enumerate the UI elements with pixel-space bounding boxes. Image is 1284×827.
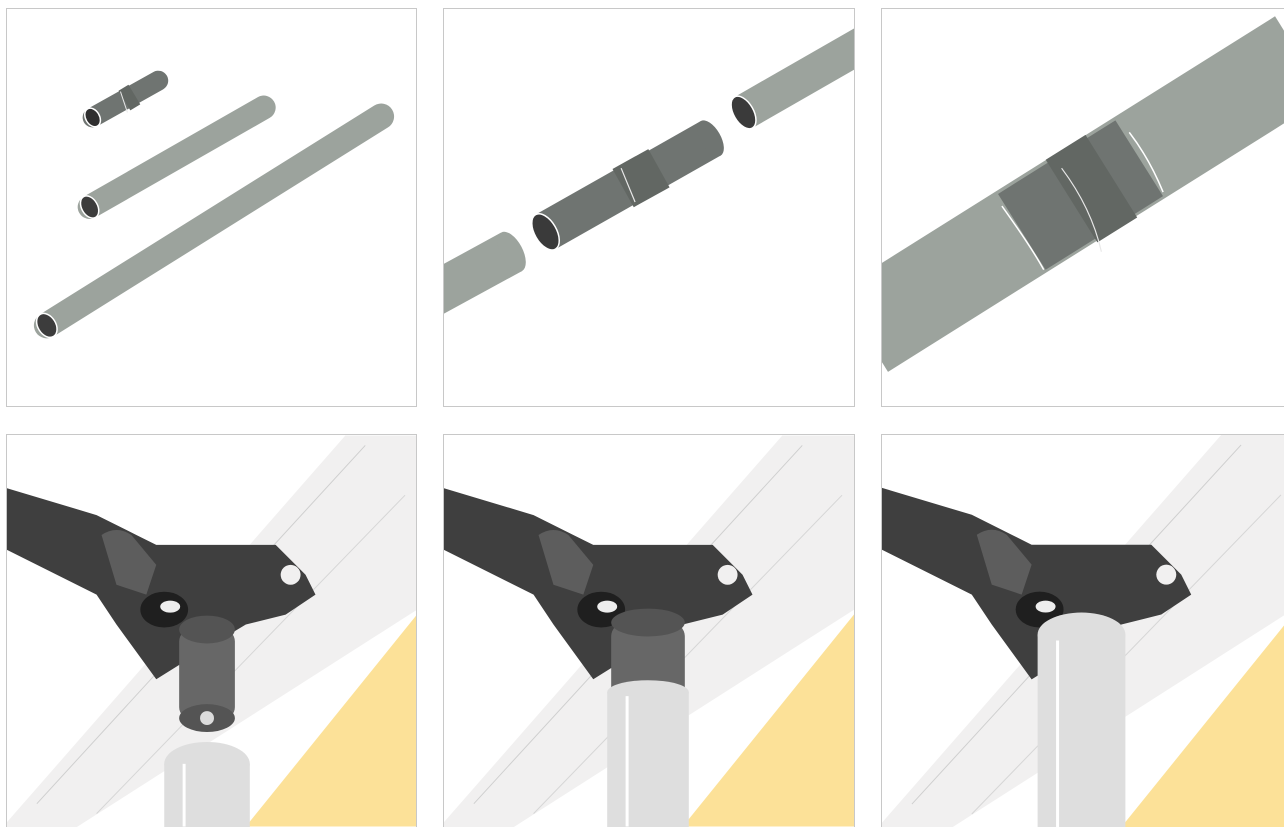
lower-pole-end [444, 227, 532, 299]
middle-connector [526, 116, 729, 254]
step-5-panel [443, 434, 855, 827]
step-4-panel [6, 434, 417, 827]
step-6-panel [881, 434, 1284, 827]
step-1-panel [6, 8, 417, 407]
step-3-panel [881, 8, 1284, 407]
socket-connector [179, 616, 235, 732]
connector-part [82, 81, 159, 130]
upper-pole-end [726, 39, 854, 133]
leg-tube [1038, 613, 1126, 827]
joined-pole [882, 57, 1284, 332]
step-2-panel [443, 8, 855, 407]
leg-tube [164, 742, 250, 827]
leg-tube [607, 680, 689, 827]
